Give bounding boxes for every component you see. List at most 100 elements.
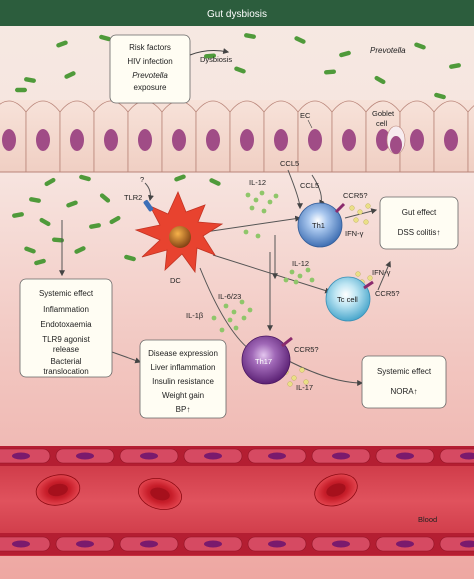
cell-nucleus <box>342 129 356 151</box>
ccl5-label-a: CCL5 <box>280 159 299 168</box>
risk-factor-exposure: exposure <box>134 83 167 92</box>
epithelium <box>0 100 474 173</box>
bacterium <box>99 193 111 203</box>
bacterium <box>449 63 461 69</box>
th1-cell <box>297 202 346 248</box>
cytokine-dot <box>255 233 261 239</box>
header-bar <box>0 0 474 26</box>
tc-label: Tc cell <box>337 295 358 304</box>
bacterium <box>52 237 64 243</box>
bacterium <box>24 246 36 254</box>
cytokine-dots <box>211 190 373 387</box>
risk-factor-hiv: HIV infection <box>127 57 172 66</box>
arrow-tlr2 <box>144 182 154 202</box>
arrow-th17-to-systemic <box>282 357 364 386</box>
cytokine-dot <box>223 303 229 309</box>
cell-nucleus <box>172 129 186 151</box>
systemic-left-tlr9: TLR9 agonist <box>42 335 90 344</box>
cytokine-dot <box>309 277 315 283</box>
gut-effect-box: Gut effect DSS colitis↑ <box>379 196 459 250</box>
cytokine-dot <box>267 199 273 205</box>
arrow-tc-to-gut <box>377 260 391 291</box>
cytokine-dot <box>233 325 239 331</box>
bacterium <box>374 75 386 85</box>
th17-label: Th17 <box>255 357 272 366</box>
th17-cell <box>241 335 293 385</box>
cell-nucleus <box>410 129 424 151</box>
bacterium <box>209 178 221 186</box>
ccr5-th17-label: CCR5? <box>294 345 319 354</box>
cytokine-dot-yellow <box>303 379 309 385</box>
ifn-th1-label: IFN-γ <box>345 229 364 238</box>
endothelial-nucleus <box>460 452 474 460</box>
bacterium <box>109 215 121 225</box>
gut-effect-title: Gut effect <box>402 208 437 217</box>
bacterium <box>414 42 426 50</box>
endothelial-nucleus <box>204 452 222 460</box>
endothelial-nucleus <box>12 540 30 548</box>
dysbiosis-arrow <box>189 48 230 56</box>
systemic-effect-right-box: Systemic effect NORA↑ <box>361 355 447 409</box>
systemic-left-translocation: translocation <box>43 367 88 376</box>
ec-pointer <box>307 119 313 129</box>
cytokine-dot-yellow <box>363 219 369 225</box>
systemic-right-nora: NORA↑ <box>390 387 417 396</box>
cytokine-dot <box>247 307 253 313</box>
il12-label-a: IL-12 <box>249 178 266 187</box>
endothelial-nucleus <box>268 452 286 460</box>
cytokine-dot <box>283 277 289 283</box>
endothelial-nucleus <box>396 452 414 460</box>
systemic-effect-left-box: Systemic effect Inflammation Endotoxaemi… <box>19 278 113 378</box>
endothelial-nucleus <box>140 540 158 548</box>
cytokine-dot-yellow <box>367 275 373 281</box>
cytokine-dot <box>259 190 265 196</box>
bacterium <box>234 66 246 74</box>
ccr5-receptor-tc <box>363 280 374 290</box>
arrow-ccl5-a <box>287 169 303 210</box>
systemic-right-title: Systemic effect <box>377 367 432 376</box>
red-blood-cell-center <box>48 483 68 497</box>
bacterium <box>244 33 256 39</box>
ccl5-label-b: CCL5 <box>300 181 319 190</box>
endothelial-nucleus <box>12 452 30 460</box>
systemic-left-bacterial: Bacterial <box>50 357 81 366</box>
cytokine-dot <box>227 317 233 323</box>
blood-label: Blood <box>418 515 437 524</box>
goblet-label-1: Goblet <box>372 109 395 118</box>
cytokine-dot-yellow <box>357 209 363 215</box>
ccr5-receptor-th17 <box>281 336 293 348</box>
cytokine-dot-yellow <box>353 217 359 223</box>
arrow-dc-to-tc <box>212 254 332 294</box>
disease-liver-inflammation: Liver inflammation <box>151 363 216 372</box>
cytokine-dot-yellow <box>365 203 371 209</box>
bacterium <box>24 77 36 83</box>
epithelial-cell <box>467 105 474 173</box>
cytokine-dot <box>297 273 303 279</box>
cytokine-dot-yellow <box>287 381 293 387</box>
pathway-arrows <box>59 169 391 386</box>
il12-label-b: IL-12 <box>292 259 309 268</box>
systemic-left-inflammation: Inflammation <box>43 305 89 314</box>
endothelial-nucleus <box>460 540 474 548</box>
bacterium <box>434 92 446 100</box>
risk-factors-title: Risk factors <box>129 43 171 52</box>
cytokine-dot <box>241 315 247 321</box>
bacterium <box>12 212 24 218</box>
cytokine-dot <box>239 299 245 305</box>
ccr5-th1-label: CCR5? <box>343 191 368 200</box>
cell-nucleus <box>444 129 458 151</box>
dysbiosis-label: Dysbiosis <box>200 55 232 64</box>
cytokine-dot-yellow <box>291 375 297 381</box>
cytokine-dot <box>273 193 279 199</box>
bacterium <box>99 34 111 42</box>
bacterium <box>339 50 351 58</box>
disease-bp: BP↑ <box>176 405 191 414</box>
ifn-tc-label: IFN-γ <box>372 268 391 277</box>
cytokine-dot <box>249 205 255 211</box>
cytokine-dot-yellow <box>355 271 361 277</box>
cytokine-dot <box>253 197 259 203</box>
cell-nucleus <box>274 129 288 151</box>
red-blood-cell-center <box>326 483 346 497</box>
cytokine-dot <box>293 279 299 285</box>
